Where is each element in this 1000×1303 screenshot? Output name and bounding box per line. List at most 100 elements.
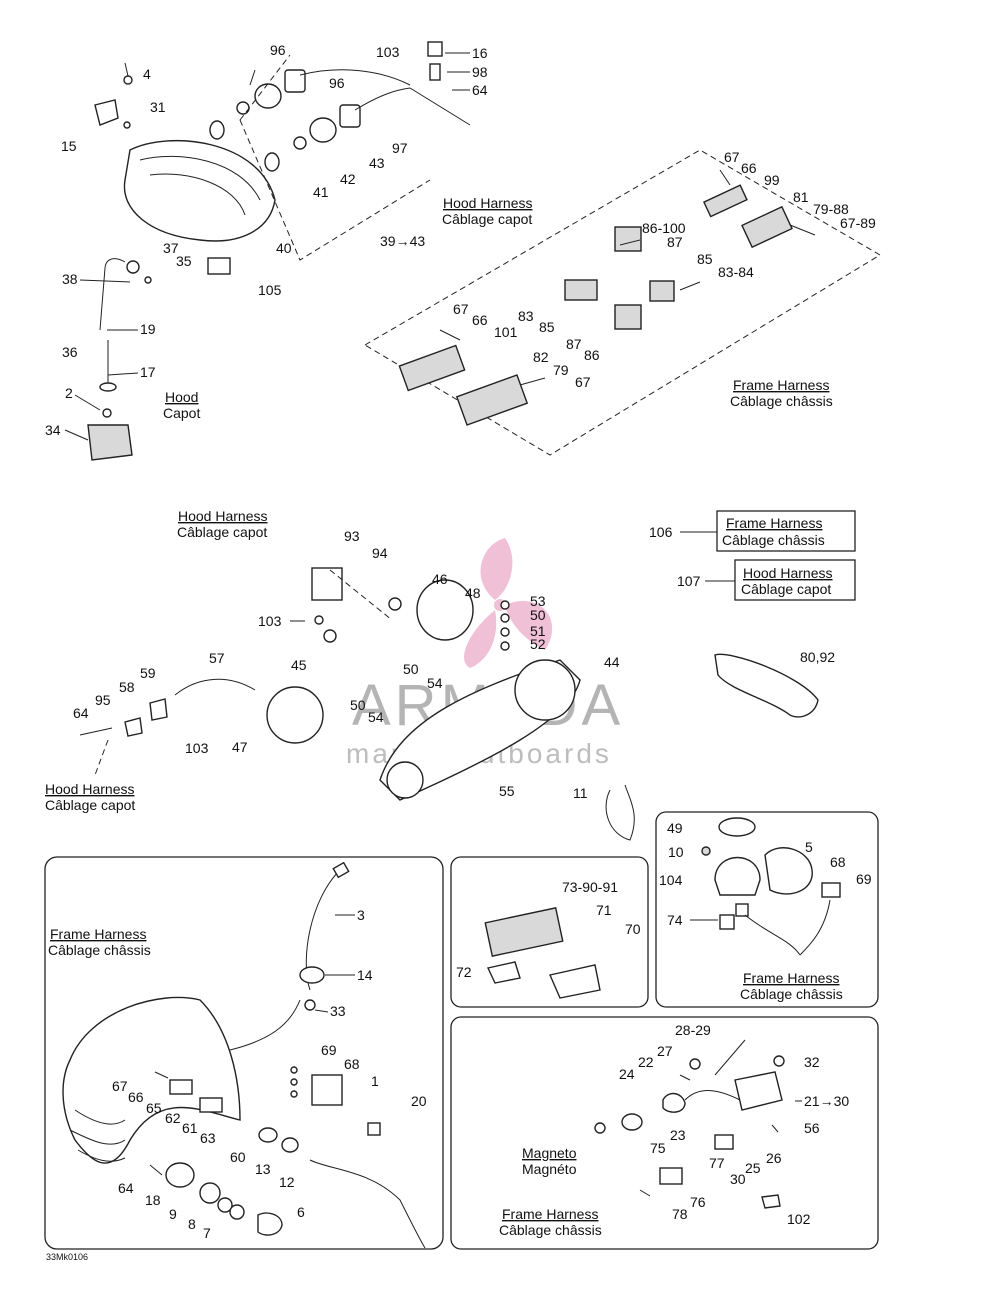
- magneto-parts: [594, 1039, 785, 1209]
- callout: 94: [372, 545, 388, 561]
- legend-frame-en: Frame Harness: [726, 515, 822, 531]
- headlight-dashed-group: [239, 54, 431, 261]
- callout-labels: 96 103 16 98 64 4 96 31 15 97 43 42 41 4…: [45, 42, 876, 1241]
- callout: 68: [344, 1056, 360, 1072]
- callout: 47: [232, 739, 248, 755]
- callout: 86-100: [642, 220, 686, 236]
- callout: 18: [145, 1192, 161, 1208]
- svg-text:Frame Harness: Frame Harness: [733, 377, 829, 393]
- svg-text:Hood: Hood: [165, 389, 198, 405]
- callout: 8: [188, 1216, 196, 1232]
- callout: 48: [465, 585, 481, 601]
- callout: 85: [539, 319, 555, 335]
- drawing-code: 33Mk0106: [46, 1252, 88, 1262]
- callout: 93: [344, 528, 360, 544]
- label-frame-harness-top: Frame Harness Câblage châssis: [730, 377, 833, 409]
- callout: 101: [494, 324, 518, 340]
- callout: 87: [667, 234, 683, 250]
- callout: 73-90-91: [562, 879, 618, 895]
- callout: 103: [376, 44, 400, 60]
- svg-text:Câblage châssis: Câblage châssis: [499, 1222, 602, 1238]
- callout: 14: [357, 967, 373, 983]
- callout: 66: [128, 1089, 144, 1105]
- callout: 50: [350, 697, 366, 713]
- callout: 65: [146, 1100, 162, 1116]
- panel-magneto: [450, 1016, 879, 1250]
- callout: 54: [368, 709, 384, 725]
- callout: 63: [200, 1130, 216, 1146]
- leader-lines: [64, 52, 802, 1102]
- callout: 77: [709, 1155, 725, 1171]
- callout: 1: [371, 1073, 379, 1089]
- svg-text:Magneto: Magneto: [522, 1145, 577, 1161]
- callout: 64: [73, 705, 89, 721]
- callout: 98: [472, 64, 488, 80]
- callout: 49: [667, 820, 683, 836]
- callout: 52: [530, 636, 546, 652]
- fuse-box-parts: [484, 907, 601, 999]
- callout: 32: [804, 1054, 820, 1070]
- callout: 68: [830, 854, 846, 870]
- callout: 102: [787, 1211, 811, 1227]
- callout: 66: [472, 312, 488, 328]
- legend-hood-ref: 107: [677, 573, 701, 589]
- hood-mount-assembly: [87, 257, 231, 461]
- callout: 7: [203, 1225, 211, 1241]
- gauge-switch-parts: [701, 817, 841, 956]
- callout: 105: [258, 282, 282, 298]
- svg-text:Hood Harness: Hood Harness: [45, 781, 135, 797]
- label-hood-harness-left: Hood Harness Câblage capot: [45, 781, 135, 813]
- headlight-assembly: [94, 41, 471, 242]
- callout: 21→30: [804, 1093, 849, 1109]
- callout: 3: [357, 907, 365, 923]
- svg-text:Frame Harness: Frame Harness: [743, 970, 839, 986]
- callout: 96: [329, 75, 345, 91]
- callout: 67: [112, 1078, 128, 1094]
- svg-text:Hood Harness: Hood Harness: [443, 195, 533, 211]
- callout: 75: [650, 1140, 666, 1156]
- callout: 9: [169, 1206, 177, 1222]
- callout: 95: [95, 692, 111, 708]
- legend-frame-fr: Câblage châssis: [722, 532, 825, 548]
- callout: 17: [140, 364, 156, 380]
- callout: 6: [297, 1204, 305, 1220]
- callout: 64: [118, 1180, 134, 1196]
- callout: 12: [279, 1174, 295, 1190]
- callout: 55: [499, 783, 515, 799]
- callout: 13: [255, 1161, 271, 1177]
- callout: 22: [638, 1054, 654, 1070]
- legend-hood-en: Hood Harness: [743, 565, 833, 581]
- svg-text:Hood Harness: Hood Harness: [178, 508, 268, 524]
- callout: 25: [745, 1160, 761, 1176]
- svg-text:Câblage châssis: Câblage châssis: [48, 942, 151, 958]
- svg-text:Câblage capot: Câblage capot: [177, 524, 267, 540]
- callout: 35: [176, 253, 192, 269]
- steering-console-parts: [62, 861, 426, 1249]
- svg-text:Câblage châssis: Câblage châssis: [740, 986, 843, 1002]
- callout: 72: [456, 964, 472, 980]
- callout: 97: [392, 140, 408, 156]
- callout: 2: [65, 385, 73, 401]
- callout: 33: [330, 1003, 346, 1019]
- callout: 83-84: [718, 264, 754, 280]
- label-frame-harness-steering: Frame Harness Câblage châssis: [48, 926, 151, 958]
- callout: 71: [596, 902, 612, 918]
- callout: 53: [530, 593, 546, 609]
- watermark-propeller-logo: [464, 538, 553, 668]
- label-hood-harness-mid: Hood Harness Câblage capot: [177, 508, 268, 540]
- callout: 23: [670, 1127, 686, 1143]
- callout: 64: [472, 82, 488, 98]
- legend-hood-fr: Câblage capot: [741, 581, 831, 597]
- callout: 76: [690, 1194, 706, 1210]
- svg-text:Câblage capot: Câblage capot: [442, 211, 532, 227]
- callout: 85: [697, 251, 713, 267]
- callout: 60: [230, 1149, 246, 1165]
- callout: 67: [453, 301, 469, 317]
- callout: 67: [724, 149, 740, 165]
- callout: 61: [182, 1120, 198, 1136]
- callout: 38: [62, 271, 78, 287]
- callout: 66: [741, 160, 757, 176]
- callout: 74: [667, 912, 683, 928]
- panel-gauge-switch: [655, 811, 879, 1008]
- callout: 79: [553, 362, 569, 378]
